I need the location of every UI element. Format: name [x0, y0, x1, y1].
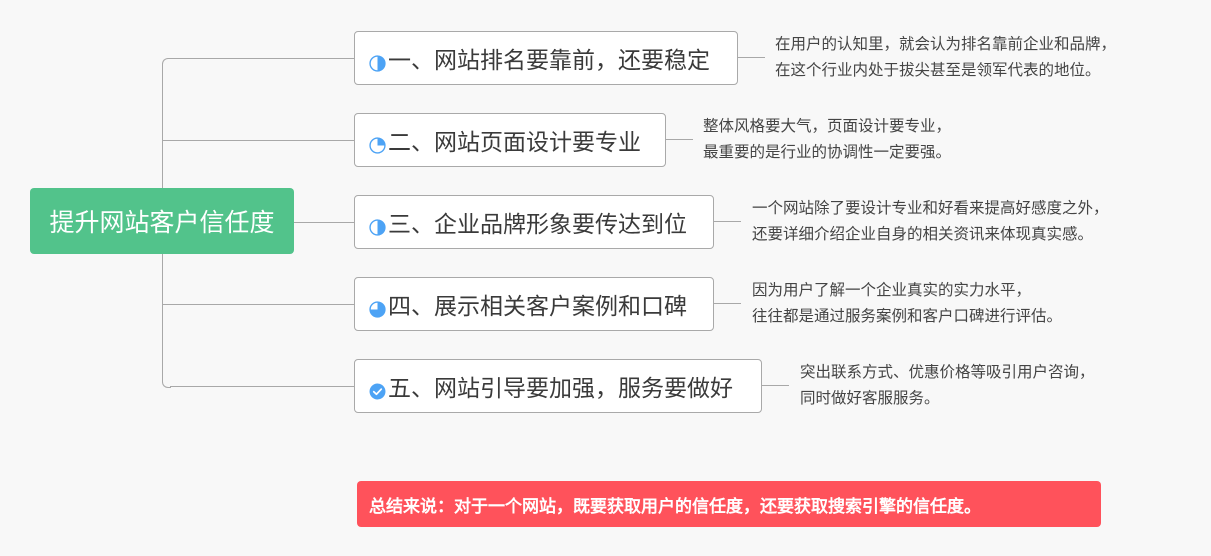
subtopic-4-label: 四、展示相关客户案例和口碑: [388, 294, 687, 320]
subtopic-3-label: 三、企业品牌形象要传达到位: [388, 212, 687, 238]
trunk-corner-bottom: [162, 379, 171, 388]
note-1-line-2: 在这个行业内处于拔尖甚至是领军代表的地位。: [775, 61, 1101, 79]
branch-connector-4: [163, 304, 354, 305]
subtopic-4[interactable]: 四、展示相关客户案例和口碑: [354, 277, 714, 331]
branch-connector-2: [163, 140, 354, 141]
subtopic-2[interactable]: 二、网站页面设计要专业: [354, 113, 666, 167]
note-5-line-1: 突出联系方式、优惠价格等吸引用户咨询，: [800, 363, 1095, 381]
note-3-line-1: 一个网站除了要设计专业和好看来提高好感度之外，: [752, 199, 1109, 217]
progress-done-icon: [369, 383, 386, 399]
note-3-line-2: 还要详细介绍企业自身的相关资讯来体现真实感。: [752, 225, 1094, 243]
note-1: 在用户的认知里，就会认为排名靠前企业和品牌， 在这个行业内处于拔尖甚至是领军代表…: [775, 31, 1116, 83]
note-2-line-2: 最重要的是行业的协调性一定要强。: [703, 143, 952, 161]
progress-three-quarter-icon: [369, 300, 386, 318]
note-2: 整体风格要大气，页面设计要专业， 最重要的是行业的协调性一定要强。: [703, 113, 951, 165]
note-4: 因为用户了解一个企业真实的实力水平， 往往都是通过服务案例和客户口碑进行评估。: [752, 277, 1062, 329]
summary-text: 总结来说：对于一个网站，既要获取用户的信任度，还要获取搜索引擎的信任度。: [369, 496, 981, 517]
note-4-line-1: 因为用户了解一个企业真实的实力水平，: [752, 281, 1032, 299]
subtopic-2-label: 二、网站页面设计要专业: [388, 130, 641, 156]
root-topic-label: 提升网站客户信任度: [49, 208, 275, 237]
progress-half-icon: [369, 54, 386, 72]
summary-callout[interactable]: 总结来说：对于一个网站，既要获取用户的信任度，还要获取搜索引擎的信任度。: [357, 481, 1101, 527]
note-5-line-2: 同时做好客服服务。: [800, 389, 940, 407]
progress-half-icon: [369, 218, 386, 236]
note-3: 一个网站除了要设计专业和好看来提高好感度之外， 还要详细介绍企业自身的相关资讯来…: [752, 195, 1109, 247]
branch-connector-3: [294, 222, 354, 223]
root-topic[interactable]: 提升网站客户信任度: [30, 188, 294, 254]
note-5: 突出联系方式、优惠价格等吸引用户咨询， 同时做好客服服务。: [800, 359, 1095, 411]
note-connector-5: [761, 385, 789, 386]
subtopic-1[interactable]: 一、网站排名要靠前，还要稳定: [354, 31, 738, 85]
trunk-corner-top: [162, 58, 171, 67]
note-connector-4: [713, 303, 741, 304]
note-1-line-1: 在用户的认知里，就会认为排名靠前企业和品牌，: [775, 35, 1117, 53]
subtopic-1-label: 一、网站排名要靠前，还要稳定: [388, 48, 710, 74]
note-connector-3: [713, 221, 741, 222]
note-2-line-1: 整体风格要大气，页面设计要专业，: [703, 117, 952, 135]
progress-quarter-icon: [369, 136, 386, 154]
note-4-line-2: 往往都是通过服务案例和客户口碑进行评估。: [752, 307, 1063, 325]
branch-connector-1: [170, 58, 354, 59]
note-connector-1: [737, 57, 765, 58]
branch-connector-5: [170, 386, 354, 387]
subtopic-5[interactable]: 五、网站引导要加强，服务要做好: [354, 359, 762, 413]
subtopic-5-label: 五、网站引导要加强，服务要做好: [388, 376, 733, 402]
subtopic-3[interactable]: 三、企业品牌形象要传达到位: [354, 195, 714, 249]
note-connector-2: [665, 139, 693, 140]
